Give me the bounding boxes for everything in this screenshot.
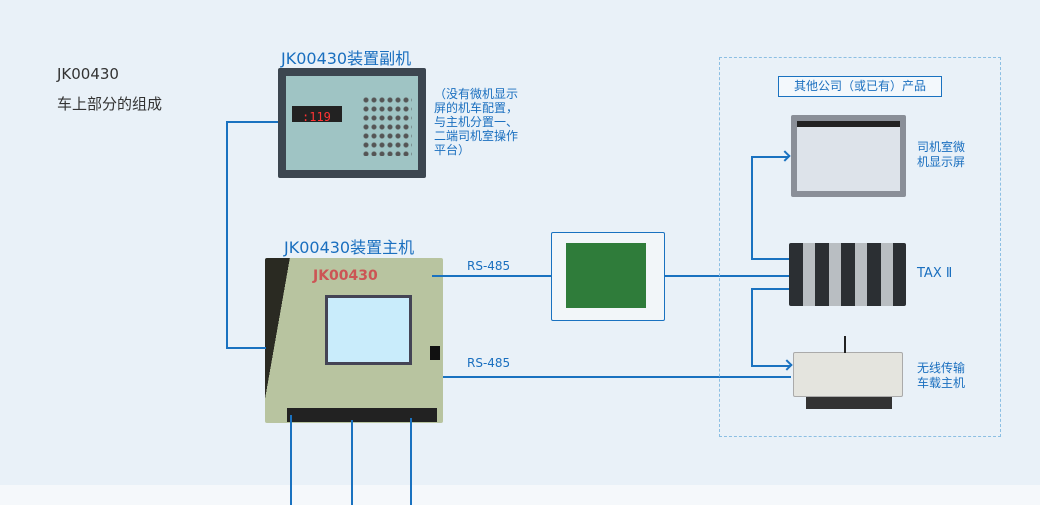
connector-line xyxy=(226,121,278,123)
connector-line xyxy=(351,420,353,505)
sub-unit-image: :119 xyxy=(278,68,426,178)
other-products-group xyxy=(719,57,1001,437)
connector-line xyxy=(226,347,266,349)
connector-line xyxy=(410,418,412,505)
main-unit-title: JK00430装置主机 xyxy=(284,238,415,257)
connector-line xyxy=(290,415,292,505)
driver-display-image xyxy=(791,115,906,197)
main-unit-image: JK00430 xyxy=(265,258,443,423)
sub-unit-title: JK00430装置副机 xyxy=(281,49,412,68)
tax2-label: TAX Ⅱ xyxy=(917,266,953,281)
wireless-host-label: 无线传输车载主机 xyxy=(917,361,966,390)
connector-line xyxy=(226,121,228,349)
connector-line xyxy=(751,288,753,367)
connector-line xyxy=(751,156,753,260)
wireless-host-image xyxy=(793,336,903,409)
connector-line xyxy=(751,156,789,158)
rs485-label-bottom: RS-485 xyxy=(467,356,511,370)
other-products-label: 其他公司（或已有）产品 xyxy=(778,76,942,97)
sub-unit-note: （没有微机显示屏的机车配置，与主机分置一、二端司机室操作平台） xyxy=(434,87,519,157)
heading-subtitle: 车上部分的组成 xyxy=(57,95,163,113)
rs485-label-top: RS-485 xyxy=(467,259,511,273)
connector-line xyxy=(751,365,791,367)
heading-model: JK00430 xyxy=(57,65,119,83)
connector-line xyxy=(432,275,551,277)
connector-line xyxy=(751,258,789,260)
connector-line xyxy=(751,288,789,290)
connector-line xyxy=(443,376,791,378)
tax2-image xyxy=(789,243,906,306)
connector-line xyxy=(665,275,790,277)
driver-display-label: 司机室微机显示屏 xyxy=(917,140,966,169)
interface-board-box xyxy=(551,232,665,321)
